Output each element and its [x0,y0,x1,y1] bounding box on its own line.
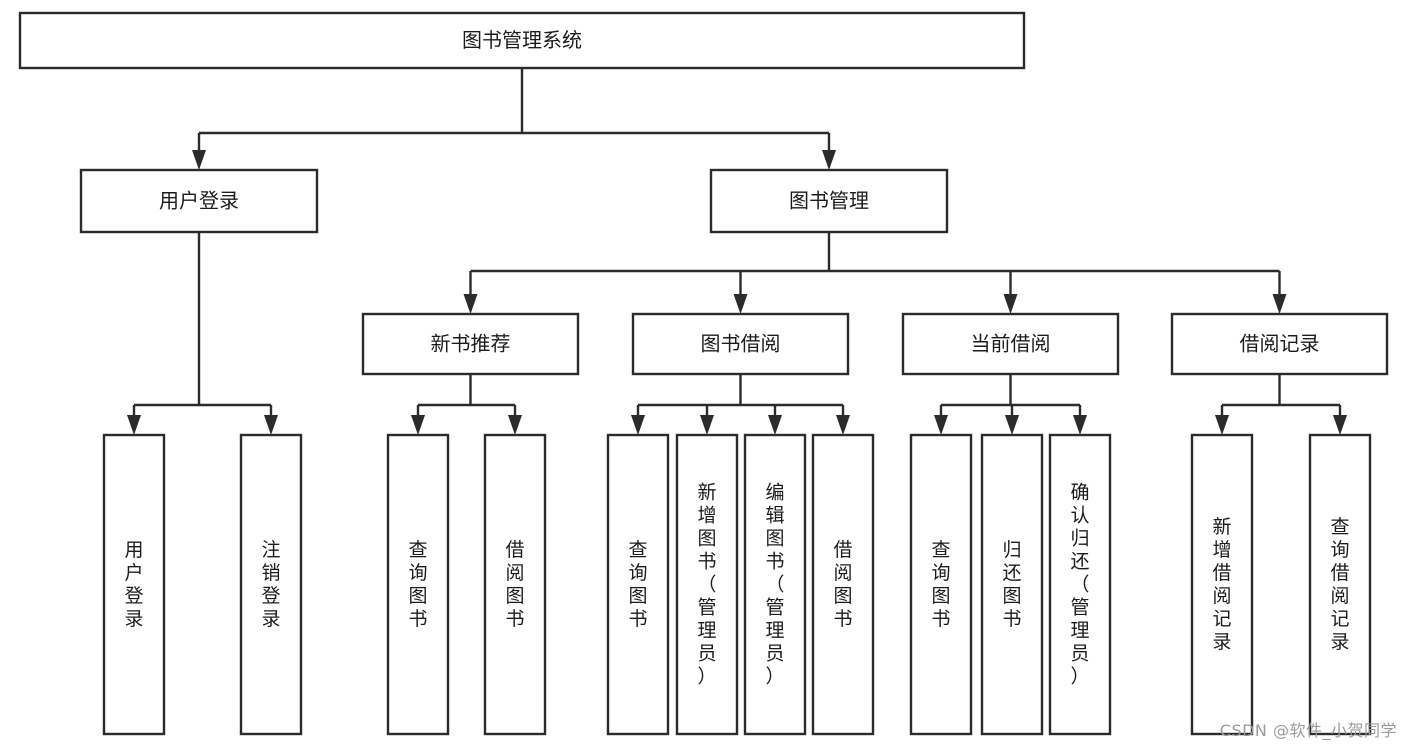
arrow-head [264,415,278,435]
node-label: 确认归还（管理员） [1070,481,1089,687]
node-label: 图书管理系统 [462,28,582,52]
arrow-head [700,415,714,435]
node-borrow-records[interactable]: 借阅记录 [1170,312,1389,376]
node-add-book-admin[interactable]: 新增图书（管理员） [675,433,739,736]
arrow-head [127,415,141,435]
arrow-head [631,415,645,435]
arrow-head [934,415,948,435]
arrow-head [192,150,206,170]
node-confirm-return-admin[interactable]: 确认归还（管理员） [1048,433,1112,736]
node-label: 查询图书 [408,539,427,630]
node-label: 编辑图书（管理员） [765,481,784,687]
arrow-head [1333,415,1347,435]
arrow-head [1272,294,1287,314]
node-box[interactable] [18,11,1026,70]
node-box[interactable] [980,433,1044,736]
node-book-manage[interactable]: 图书管理 [709,168,949,234]
node-label: 新增图书（管理员） [697,481,716,687]
node-user-login[interactable]: 用户登录 [79,168,319,234]
node-box[interactable] [79,168,319,234]
arrow-head [733,294,748,314]
node-box[interactable] [811,433,875,736]
node-label: 借阅记录 [1240,332,1320,356]
node-box[interactable] [1048,433,1112,736]
connector-layer [127,68,1347,435]
node-label: 注销登录 [261,539,280,630]
node-query-borrow-record[interactable]: 查询借阅记录 [1308,433,1372,736]
node-label: 用户登录 [124,539,143,630]
node-new-book-recommend[interactable]: 新书推荐 [361,312,580,376]
node-user-logout-leaf[interactable]: 注销登录 [239,433,303,736]
node-add-borrow-record[interactable]: 新增借阅记录 [1190,433,1254,736]
node-label: 新书推荐 [431,332,511,356]
node-box[interactable] [102,433,166,736]
arrow-head [1215,415,1229,435]
node-query-book-3[interactable]: 查询图书 [909,433,973,736]
node-layer: 图书管理系统用户登录用户登录注销登录图书管理新书推荐查询图书借阅图书图书借阅查询… [18,11,1389,736]
node-label: 查询借阅记录 [1330,516,1349,653]
node-query-book-1[interactable]: 查询图书 [386,433,450,736]
node-box[interactable] [361,312,580,376]
arrow-head [1005,415,1019,435]
node-edit-book-admin[interactable]: 编辑图书（管理员） [743,433,807,736]
arrow-head [822,150,836,170]
arrow-head [836,415,850,435]
arrow-head [768,415,782,435]
arrow-head [463,294,478,314]
node-return-book[interactable]: 归还图书 [980,433,1044,736]
node-box[interactable] [631,312,850,376]
node-box[interactable] [1190,433,1254,736]
node-book-borrow[interactable]: 图书借阅 [631,312,850,376]
node-box[interactable] [901,312,1120,376]
node-label: 当前借阅 [971,332,1051,356]
node-box[interactable] [1170,312,1389,376]
arrow-head [1073,415,1087,435]
node-label: 图书借阅 [701,332,781,356]
node-box[interactable] [239,433,303,736]
node-label: 用户登录 [159,189,239,213]
node-label: 借阅图书 [833,539,852,630]
node-box[interactable] [483,433,547,736]
node-label: 查询图书 [628,539,647,630]
node-label: 查询图书 [931,539,950,630]
node-query-book-2[interactable]: 查询图书 [606,433,670,736]
node-borrow-book-1[interactable]: 借阅图书 [483,433,547,736]
node-box[interactable] [675,433,739,736]
node-label: 图书管理 [789,189,869,213]
node-box[interactable] [386,433,450,736]
node-label: 借阅图书 [505,539,524,630]
node-label: 归还图书 [1002,539,1021,630]
arrow-head [411,415,425,435]
node-box[interactable] [606,433,670,736]
arrow-head [508,415,522,435]
node-box[interactable] [709,168,949,234]
node-box[interactable] [1308,433,1372,736]
node-box[interactable] [743,433,807,736]
node-label: 新增借阅记录 [1212,516,1231,653]
node-current-borrow[interactable]: 当前借阅 [901,312,1120,376]
node-root[interactable]: 图书管理系统 [18,11,1026,70]
node-borrow-book-2[interactable]: 借阅图书 [811,433,875,736]
node-user-login-leaf[interactable]: 用户登录 [102,433,166,736]
arrow-head [1003,294,1018,314]
node-box[interactable] [909,433,973,736]
